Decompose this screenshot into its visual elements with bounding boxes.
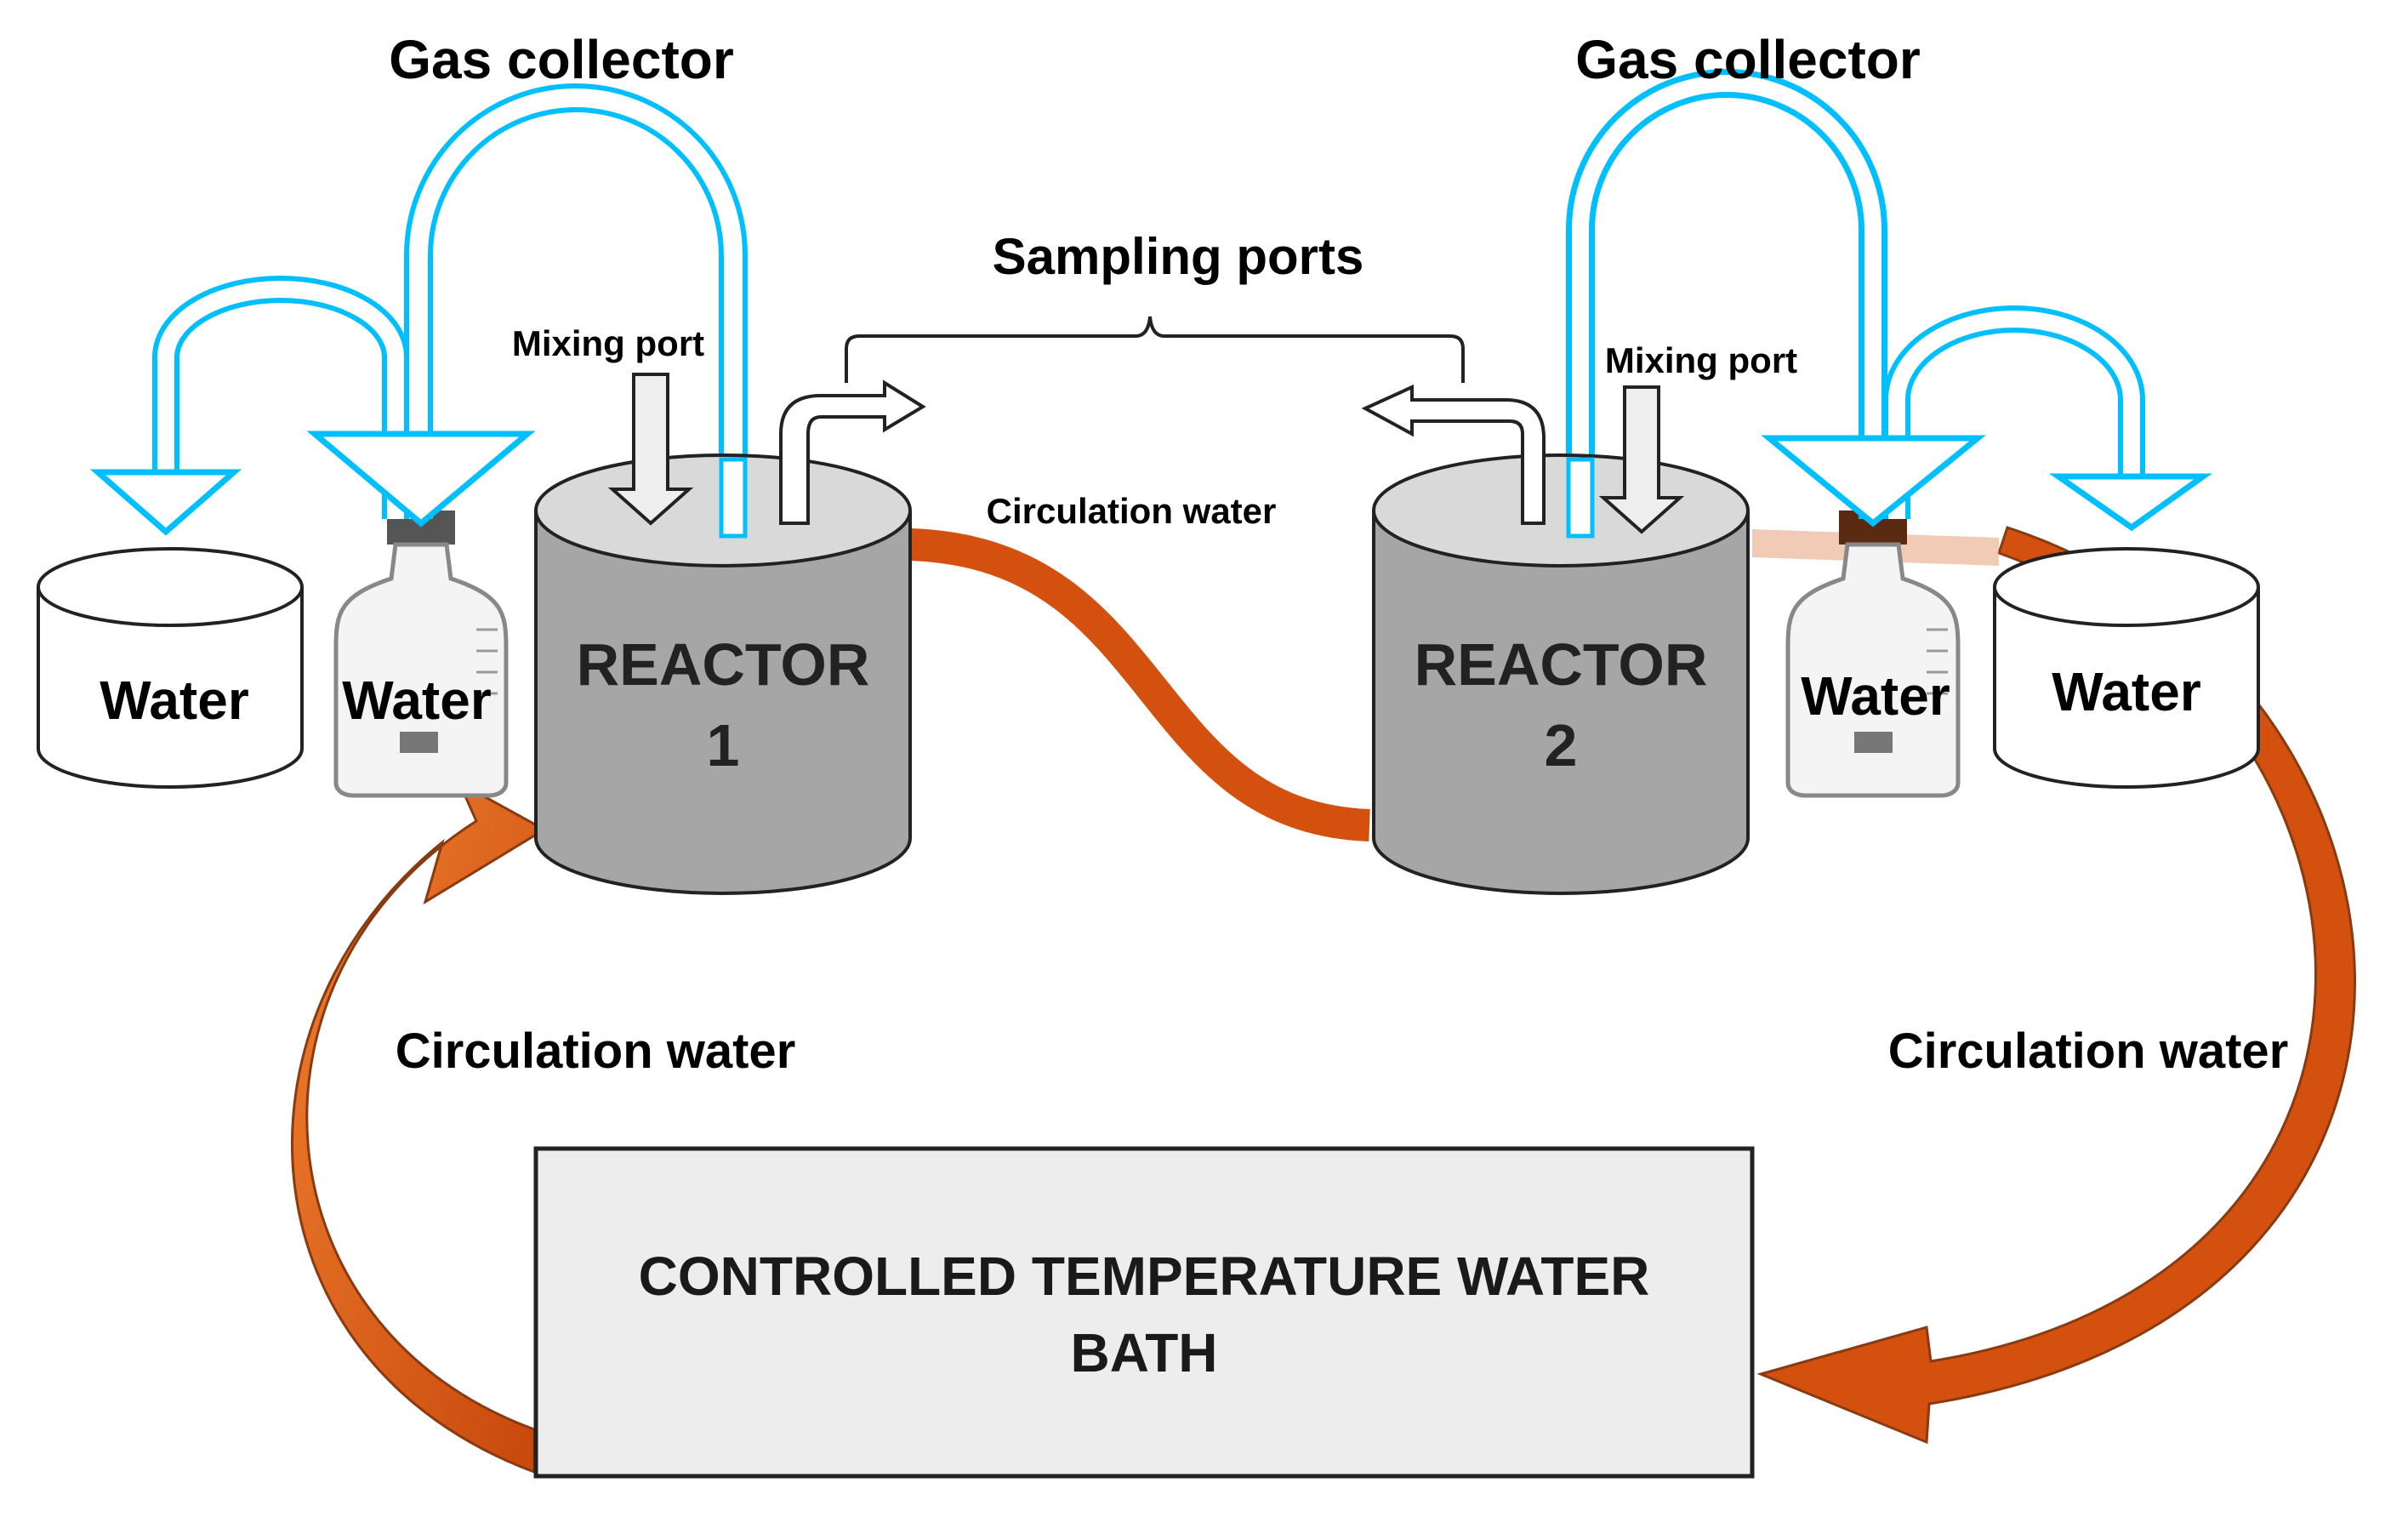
gas-collector-right-label: Gas collector <box>1575 29 1921 90</box>
mixing-port-right-label: Mixing port <box>1605 340 1797 380</box>
circulation-tube-between <box>909 528 1370 841</box>
mixing-port-arrow-right <box>1598 385 1685 534</box>
gas-arrowhead-right-bottle <box>1761 435 1986 528</box>
water-beaker-right <box>1993 547 2260 789</box>
water-beaker-right-label: Water <box>2052 661 2200 722</box>
circulation-water-right-label: Circulation water <box>1888 1024 2289 1079</box>
mixing-port-left-label: Mixing port <box>512 323 704 363</box>
water-bottle-left-label: Water <box>342 670 491 731</box>
water-beaker-left <box>37 547 304 789</box>
sampling-port-right <box>1361 384 1546 525</box>
circulation-left-loop <box>290 779 547 1474</box>
water-bottle-right-label: Water <box>1801 665 1950 727</box>
sampling-ports-label: Sampling ports <box>993 228 1364 285</box>
water-bath-box <box>533 1146 1755 1479</box>
bath-label-line1: CONTROLLED TEMPERATURE WATER <box>639 1246 1650 1307</box>
reactor1-label-line1: REACTOR <box>577 631 870 698</box>
bath-label-line2: BATH <box>1071 1322 1218 1383</box>
water-beaker-left-label: Water <box>100 670 248 731</box>
reactor1-label-line2: 1 <box>707 712 740 778</box>
circulation-water-left-label: Circulation water <box>396 1024 796 1079</box>
circulation-water-top-label: Circulation water <box>987 491 1277 531</box>
gas-arrowhead-left-bottle <box>306 431 536 528</box>
sampling-ports-brace <box>845 316 1465 383</box>
sampling-port-left <box>779 379 926 525</box>
circulation-right-loop <box>1756 526 2356 1445</box>
gas-arrowhead-left-beaker <box>89 469 242 536</box>
gas-collector-left-label: Gas collector <box>389 29 734 90</box>
mixing-port-arrow-left <box>607 373 694 526</box>
gas-arrowhead-right-beaker <box>2048 473 2212 532</box>
water-bottle-left <box>333 510 509 798</box>
reactor2-label-line2: 2 <box>1545 712 1578 778</box>
reactor2-label-line1: REACTOR <box>1415 631 1708 698</box>
